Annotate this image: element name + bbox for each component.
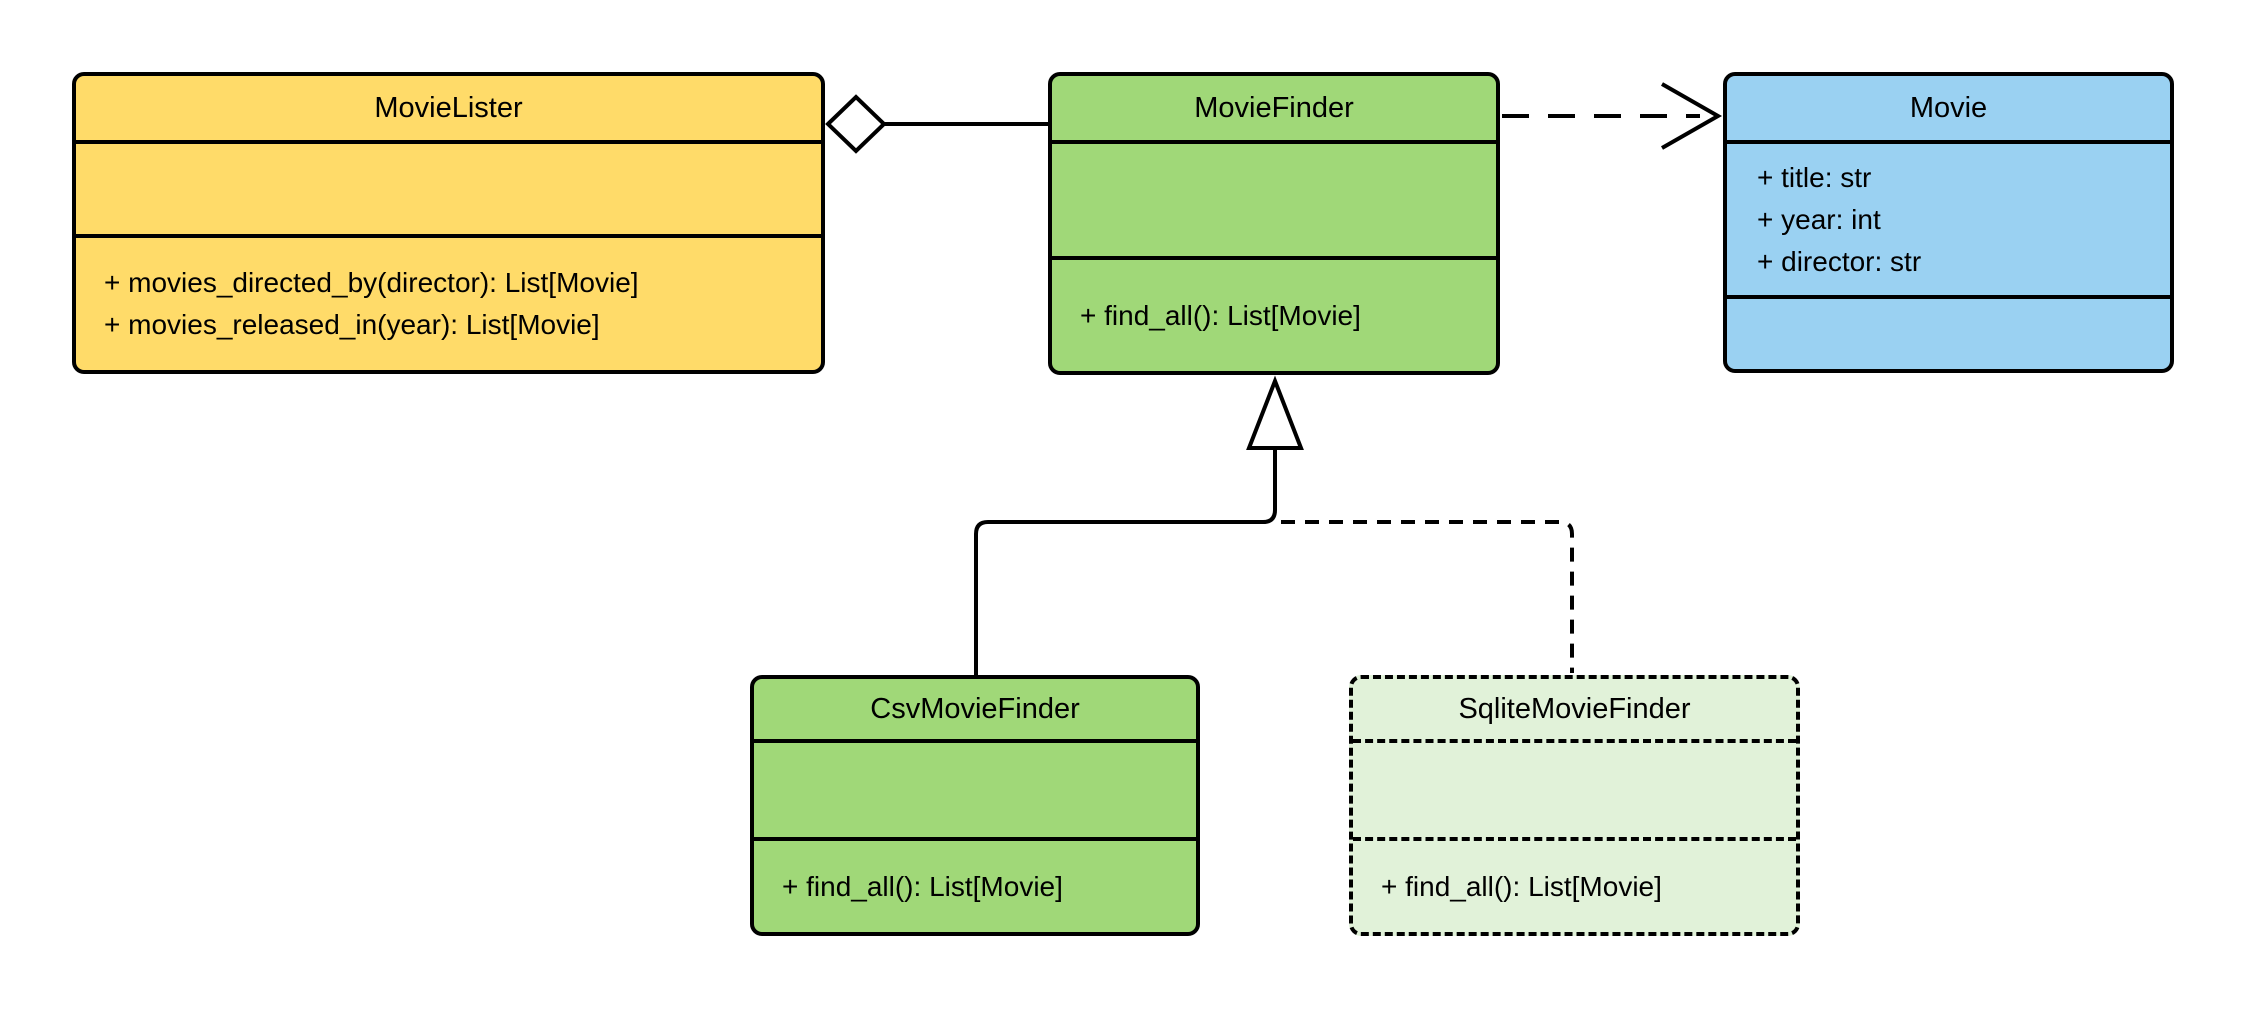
- class-movielister: MovieLister + movies_directed_by(directo…: [72, 72, 825, 374]
- class-movie: Movie + title: str + year: int + directo…: [1723, 72, 2174, 373]
- class-movie-methods: [1727, 299, 2170, 369]
- class-moviefinder: MovieFinder + find_all(): List[Movie]: [1048, 72, 1500, 375]
- method-find-all: + find_all(): List[Movie]: [1080, 299, 1361, 331]
- class-movie-attributes: + title: str + year: int + director: str: [1727, 144, 2170, 299]
- class-movielister-methods: + movies_directed_by(director): List[Mov…: [76, 238, 821, 370]
- class-csvmoviefinder-name: CsvMovieFinder: [754, 679, 1196, 743]
- inheritance-edge-sqlitemoviefinder: [1281, 520, 1574, 673]
- class-sqlitemoviefinder-attributes: [1353, 743, 1796, 841]
- method-movies-released-in: + movies_released_in(year): List[Movie]: [104, 309, 600, 340]
- class-csvmoviefinder-attributes: [754, 743, 1196, 841]
- class-moviefinder-attributes: [1052, 144, 1496, 260]
- class-moviefinder-methods: + find_all(): List[Movie]: [1052, 260, 1496, 371]
- inheritance-dashed-line: [1281, 520, 1574, 673]
- method-find-all: + find_all(): List[Movie]: [782, 870, 1063, 902]
- class-movielister-name: MovieLister: [76, 76, 821, 144]
- aggregation-diamond-icon: [825, 94, 887, 154]
- class-sqlitemoviefinder-name: SqliteMovieFinder: [1353, 679, 1796, 743]
- aggregation-edge-movielister-moviefinder: [825, 94, 1050, 154]
- method-find-all: + find_all(): List[Movie]: [1381, 870, 1662, 902]
- dependency-edge-moviefinder-movie: [1502, 82, 1723, 150]
- class-csvmoviefinder-methods: + find_all(): List[Movie]: [754, 841, 1196, 932]
- class-movie-name: Movie: [1727, 76, 2170, 144]
- attribute-director: + director: str: [1757, 245, 1922, 277]
- dependency-open-arrow-icon: [1661, 82, 1723, 150]
- attribute-title: + title: str: [1757, 161, 1872, 193]
- inheritance-solid-line: [974, 449, 1277, 675]
- method-movies-directed-by: + movies_directed_by(director): List[Mov…: [104, 267, 639, 298]
- inheritance-edge-csvmoviefinder: [974, 375, 1304, 675]
- attribute-year: + year: int: [1757, 203, 1881, 235]
- class-movielister-attributes: [76, 144, 821, 238]
- class-csvmoviefinder: CsvMovieFinder + find_all(): List[Movie]: [750, 675, 1200, 936]
- class-sqlitemoviefinder-methods: + find_all(): List[Movie]: [1353, 841, 1796, 932]
- class-sqlitemoviefinder: SqliteMovieFinder + find_all(): List[Mov…: [1349, 675, 1800, 936]
- inheritance-triangle-icon: [1246, 375, 1304, 450]
- class-moviefinder-name: MovieFinder: [1052, 76, 1496, 144]
